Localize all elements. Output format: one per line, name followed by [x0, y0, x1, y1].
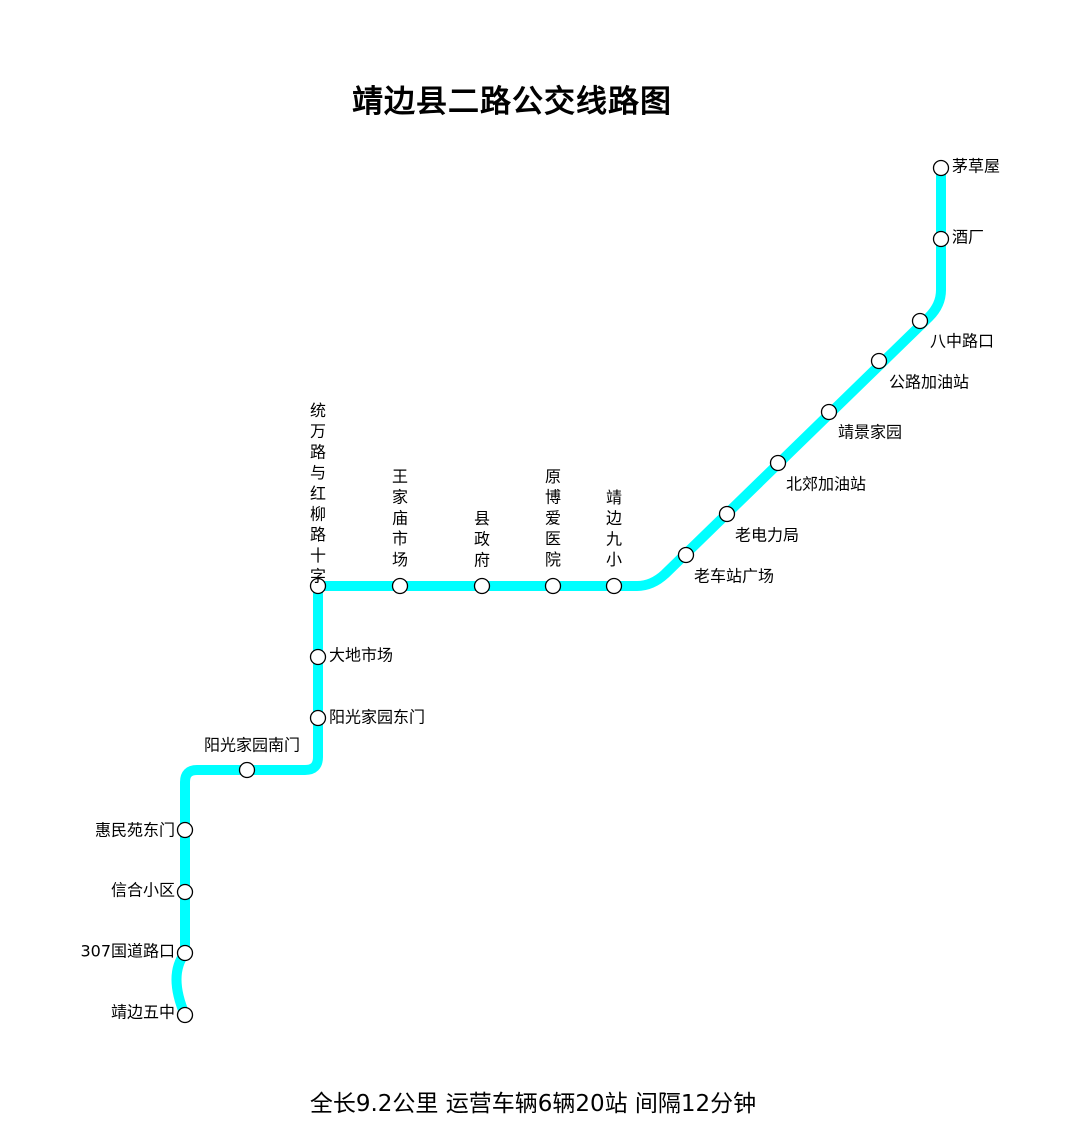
station-2-label: 酒厂	[952, 228, 984, 247]
station-18-marker	[176, 883, 194, 901]
route-summary: 全长9.2公里 运营车辆6辆20站 间隔12分钟	[309, 1091, 757, 1117]
station-15-label: 阳光家园东门	[329, 708, 425, 727]
station-9-marker	[605, 577, 623, 595]
station-19-marker	[176, 944, 194, 962]
station-7-marker	[718, 505, 736, 523]
station-4-label: 公路加油站	[889, 373, 969, 392]
station-17-label: 惠民苑东门	[95, 821, 175, 840]
station-1-marker	[932, 159, 950, 177]
station-14-marker	[309, 648, 327, 666]
station-18-label: 信合小区	[111, 881, 175, 900]
station-10-marker	[544, 577, 562, 595]
station-13-marker	[309, 577, 327, 595]
station-16-label: 阳光家园南门	[204, 736, 300, 755]
station-11-label: 县政府	[474, 509, 490, 569]
station-14-label: 大地市场	[329, 646, 393, 665]
station-3-marker	[911, 312, 929, 330]
station-9-label: 靖边九小	[606, 488, 622, 569]
station-19-label: 307国道路口	[80, 942, 175, 961]
station-11-marker	[473, 577, 491, 595]
station-6-marker	[769, 454, 787, 472]
station-1-label: 茅草屋	[952, 157, 1000, 176]
station-2-marker	[932, 230, 950, 248]
station-8-label: 老车站广场	[694, 567, 774, 586]
station-20-marker	[176, 1006, 194, 1024]
station-3-label: 八中路口	[930, 332, 994, 351]
station-12-label: 王家庙市场	[392, 467, 408, 569]
station-5-label: 靖景家园	[838, 423, 902, 442]
station-16-marker	[238, 761, 256, 779]
station-5-marker	[820, 403, 838, 421]
station-12-marker	[391, 577, 409, 595]
station-6-label: 北郊加油站	[786, 475, 866, 494]
station-8-marker	[677, 546, 695, 564]
station-7-label: 老电力局	[735, 526, 799, 545]
map-title: 靖边县二路公交线路图	[352, 84, 672, 120]
station-20-label: 靖边五中	[111, 1003, 175, 1022]
station-15-marker	[309, 709, 327, 727]
station-10-label: 原博爱医院	[545, 467, 561, 569]
station-13-label: 统万路与红柳路十字	[310, 401, 326, 586]
station-4-marker	[870, 352, 888, 370]
station-17-marker	[176, 821, 194, 839]
